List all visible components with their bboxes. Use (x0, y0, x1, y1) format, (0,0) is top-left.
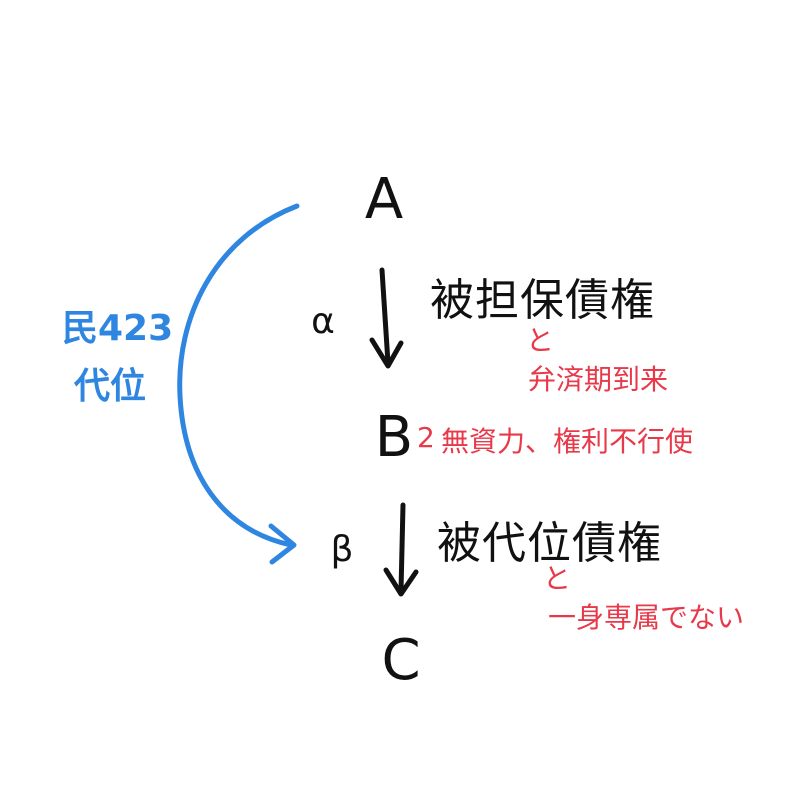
arrow-a-to-b (369, 267, 404, 369)
node-a: A (365, 167, 403, 232)
subrogation-arrow-curve (177, 203, 300, 548)
subrogated-claim-note: 一身専属でない (548, 601, 744, 634)
arrow-b-to-c-shaft (398, 502, 406, 594)
arrow-a-to-b-shaft (379, 267, 391, 366)
secured-claim-label: 被担保債権 (430, 275, 655, 326)
secured-claim-marker: と (526, 324, 554, 357)
arrow-b-to-c-head (383, 567, 419, 597)
subrogation-type-label: 代位 (73, 366, 146, 407)
subrogation-arrow (177, 203, 300, 565)
alpha-label: α (311, 301, 335, 342)
arrow-a-to-b-head (369, 337, 404, 369)
secured-claim-note: 弁済期到来 (528, 363, 668, 396)
arrow-b-to-c (383, 502, 419, 597)
subrogated-claim-label: 被代位債権 (437, 518, 662, 569)
node-b: B (375, 405, 413, 470)
beta-label: β (331, 529, 354, 570)
node-c: C (381, 628, 420, 693)
subrogated-claim-marker: と (543, 562, 571, 595)
b-note-marker: 2 (417, 421, 435, 454)
b-note: 無資力、権利不行使 (441, 425, 693, 458)
subrogation-arrow-head (268, 523, 297, 565)
subrogation-law-label: 民423 (62, 308, 173, 349)
